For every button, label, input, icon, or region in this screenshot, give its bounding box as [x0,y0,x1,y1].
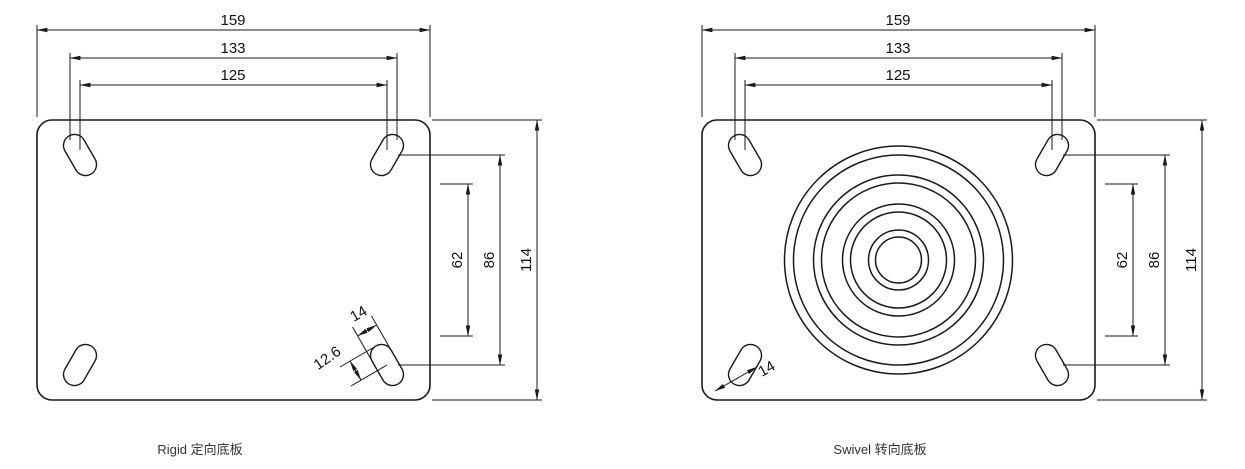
bearing-ring [783,145,1014,375]
swivel-plate-drawing: 159 133 125 114 86 62 14 [701,12,1207,401]
dim-label-pitch-62: 62 [449,252,466,269]
bearing-ring [849,211,948,309]
dim-label-pitch-62: 62 [1114,252,1131,269]
dim-label-slot-length: 14 [347,303,370,326]
dim-label-pitch-86: 86 [1146,252,1163,269]
dim-label-overall-width: 159 [885,12,910,29]
bearing-ring [812,174,985,346]
bolt-slot-top-left [727,133,763,177]
dim-label-hole-pitch: 125 [220,67,245,84]
bolt-slot-top-left [62,133,98,177]
dim-label-hole-pitch: 125 [885,67,910,84]
bolt-slot-top-right [369,133,405,177]
dimension-line [714,366,758,392]
extension-line [352,326,378,371]
bolt-slot-bottom-right [1034,343,1070,387]
bearing-ring [820,182,977,338]
bearing-ring [867,229,930,291]
swivel-bearing-rings [783,145,1014,375]
dim-label-pitch-86: 86 [481,252,498,269]
dim-label-overall-height: 114 [1183,248,1200,272]
caption-swivel: Swivel 转向底板 [833,442,927,457]
caption-rigid: Rigid 定向底板 [157,442,243,457]
bearing-ring [841,203,956,317]
bolt-slot-top-right [1034,133,1070,177]
rigid-plate-drawing: 159 133 125 114 86 62 14 [36,12,542,401]
dim-label-slot-length: 14 [755,358,778,381]
kingpin-hole [874,236,923,284]
dimension-line [357,324,377,337]
dim-label-overall-height: 114 [518,248,535,272]
dim-label-slot-span: 133 [220,40,245,57]
extension-line [339,345,377,368]
dim-label-slot-span: 133 [885,40,910,57]
bearing-ring [792,154,1005,366]
extension-line [350,364,388,387]
bolt-slot-bottom-left [62,343,98,387]
extension-line [371,315,397,360]
dim-label-overall-width: 159 [220,12,245,29]
swivel-plate-outline [701,119,1096,401]
rigid-plate-outline [36,119,431,401]
dimension-line [349,360,362,381]
